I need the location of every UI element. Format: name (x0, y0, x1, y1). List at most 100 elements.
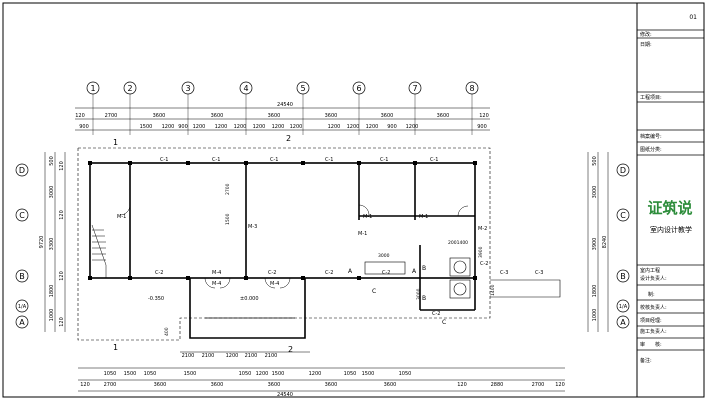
dim-bottom-small-mid: 1200 (226, 353, 239, 359)
window-label-12: C-2 (432, 311, 440, 317)
lower-row-5: 施工负责人: (640, 328, 667, 335)
dim-right-3: 1800 (592, 285, 598, 298)
dim-top-detail-4: 1200 (193, 124, 206, 130)
dim-bottom-detail-1: 1500 (124, 371, 137, 377)
section-2-bottom: 2 (288, 345, 293, 354)
dim-right-2: 3900 (592, 238, 598, 251)
door-label-8: M-4 (270, 281, 279, 287)
axis-row-1A-right: 1/A (619, 304, 628, 310)
axis-col-1: 1 (90, 84, 95, 93)
staircase (91, 224, 107, 278)
dim-misc-2: 3900 (478, 246, 484, 258)
dim-top-detail-1: 1500 (140, 124, 153, 130)
dim-top-detail-14: 1200 (406, 124, 419, 130)
title-block: 01 修改: 日期: 工程项目: 档案编号: 图纸分类: 证筑说 室内设计教学 … (637, 14, 704, 364)
dim-left-2: 3300 (49, 238, 55, 251)
window-label-4: C-1 (380, 157, 388, 163)
column-axes: 1 2 3 4 5 6 7 8 (86, 81, 479, 135)
lower-row-7: 备注: (640, 357, 652, 364)
dim-top-overall: 24540 (277, 102, 293, 108)
window-label-9: C-2 (382, 270, 390, 276)
dim-top-bay-2: 3600 (211, 113, 224, 119)
dim-bottom-detail-10: 1050 (399, 371, 412, 377)
dim-bottom-bay-8: 2700 (532, 382, 545, 388)
dim-bottom-small-2: 2100 (245, 353, 258, 359)
dim-top-right: 120 (479, 113, 489, 119)
dim-top-bay-0: 2700 (105, 113, 118, 119)
section-1-bottom: 1 (113, 343, 118, 352)
dim-top-detail-3: 900 (178, 124, 188, 130)
dim-misc-6: 2700 (225, 183, 231, 195)
title-row-date: 日期: (640, 42, 652, 48)
dim-left-0: 500 (49, 156, 55, 166)
row-axes-right: D C B 1/A A (616, 163, 630, 329)
axis-row-C-left: C (19, 211, 25, 220)
section-A-1: A (348, 268, 353, 275)
lower-row-2: 制: (648, 291, 655, 298)
door-label-6: M-4 (212, 270, 221, 276)
window-label-2: C-1 (270, 157, 278, 163)
dim-bottom-detail-4: 1050 (239, 371, 252, 377)
dim-left-total: 9720 (39, 236, 45, 249)
dim-bottom-bay-1: 3600 (154, 382, 167, 388)
dim-top-bay-4: 3600 (325, 113, 338, 119)
dim-bottom-bay-7: 2880 (491, 382, 504, 388)
dim-bottom-left: 120 (80, 382, 90, 388)
section-B-1: B (422, 265, 426, 272)
lower-row-3: 校核负责人: (640, 304, 667, 311)
dim-left-4: 1000 (49, 309, 55, 322)
dim-top-detail-10: 1200 (328, 124, 341, 130)
window-label-8: C-2 (325, 270, 333, 276)
axis-col-3: 3 (185, 84, 190, 93)
axis-row-B-left: B (19, 272, 25, 281)
dim-misc-0: 3000 (378, 253, 390, 259)
window-label-10: C-3 (500, 270, 508, 276)
dim-right-1: 3000 (592, 186, 598, 199)
dim-bottom-small-0: 2100 (182, 353, 195, 359)
axis-row-A-right: A (620, 318, 626, 327)
dim-bottom-detail-5: 1200 (256, 371, 269, 377)
door-swings (119, 204, 469, 289)
dim-left-3: 1800 (49, 285, 55, 298)
dim-bottom-detail-8: 1050 (344, 371, 357, 377)
axis-row-B-right: B (620, 272, 626, 281)
main-walls (89, 162, 476, 339)
right-dimensions: 500 3000 3900 1800 1000 8240 (587, 152, 609, 332)
dim-misc-1: 2001400 (448, 240, 468, 246)
level-outdoor: -0.350 (148, 296, 164, 302)
lower-row-1: 设计负责人: (640, 275, 667, 282)
dim-top-detail-8: 1200 (272, 124, 285, 130)
lower-row-6: 审 核: (640, 341, 662, 348)
dim-bottom-bay-5: 3600 (384, 382, 397, 388)
dim-misc-5: 1400 (490, 284, 496, 296)
dim-bottom-right: 120 (555, 382, 565, 388)
top-dimensions: 24540 120 2700 3600 3600 3600 3600 3600 … (75, 102, 490, 131)
dim-bottom-small-3: 2100 (265, 353, 278, 359)
dim-top-bay-5: 3600 (381, 113, 394, 119)
bottom-dimensions: 2100 2100 1200 2100 2100 1050 1500 1050 … (78, 351, 565, 398)
dim-bottom-small-1: 2100 (202, 353, 215, 359)
axis-row-A-left: A (19, 318, 25, 327)
axis-row-D-right: D (620, 166, 626, 175)
dim-bottom-bay-2: 3600 (211, 382, 224, 388)
org-name: 室内设计教学 (650, 225, 692, 234)
axis-col-5: 5 (300, 84, 305, 93)
window-labels: C-1 C-1 C-1 C-1 C-1 C-1 C-2 C-2 C-2 C-2 … (155, 157, 543, 317)
title-row-project: 工程项目: (640, 94, 662, 101)
building-outline (77, 147, 561, 341)
dim-top-detail-2: 1200 (162, 124, 175, 130)
window-label-1: C-1 (212, 157, 220, 163)
window-label-13: C-2 (480, 261, 488, 267)
door-label-7: M-4 (212, 281, 221, 287)
dim-left-1: 3000 (49, 186, 55, 199)
axis-row-C-right: C (620, 211, 626, 220)
dim-misc-4: 400 (164, 327, 170, 336)
door-label-2: M-1 (419, 214, 428, 220)
dim-bottom-detail-3: 1500 (184, 371, 197, 377)
dim-right-4: 1000 (592, 309, 598, 322)
dim-left-inner-0: 120 (59, 161, 65, 171)
lower-row-4: 项目经理: (640, 317, 662, 324)
door-label-5: M-3 (248, 224, 257, 230)
section-B-2: B (422, 295, 426, 302)
